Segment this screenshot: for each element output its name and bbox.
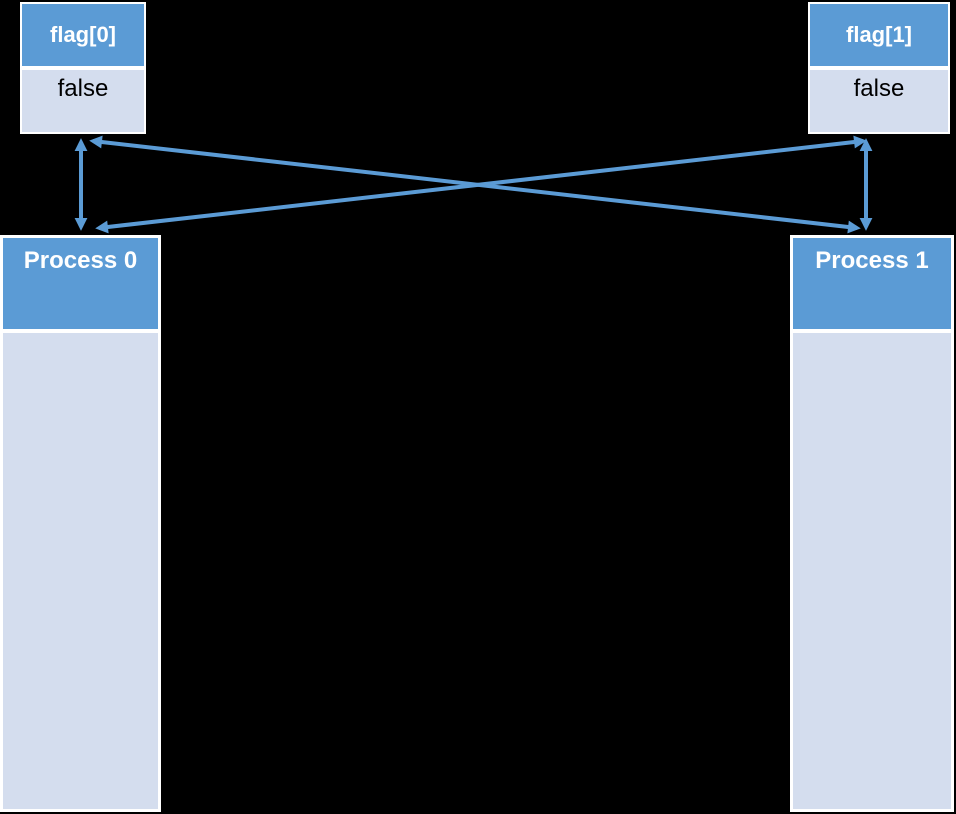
flag0-header: flag[0] [22, 4, 144, 66]
flag1-value-cell: false [810, 70, 948, 132]
flag0-value-cell: false [22, 70, 144, 132]
process0-title: Process 0 [23, 247, 138, 274]
flag0-value: false [57, 75, 109, 102]
flag1-box: flag[1] false [808, 2, 950, 134]
process0-body [3, 333, 158, 809]
process1-body [793, 333, 951, 809]
process1-box: Process 1 [790, 235, 954, 812]
flag1-title: flag[1] [846, 22, 912, 47]
arrow-flag0-process1 [89, 135, 861, 234]
process0-box: Process 0 [0, 235, 161, 812]
arrow-flag1-process0 [95, 135, 867, 234]
flag0-box: flag[0] false [20, 2, 146, 134]
process1-title: Process 1 [815, 247, 929, 274]
flag1-value: false [853, 75, 905, 102]
flag1-header: flag[1] [810, 4, 948, 66]
process0-header: Process 0 [3, 238, 158, 329]
flag0-title: flag[0] [50, 22, 116, 47]
process1-header: Process 1 [793, 238, 951, 329]
